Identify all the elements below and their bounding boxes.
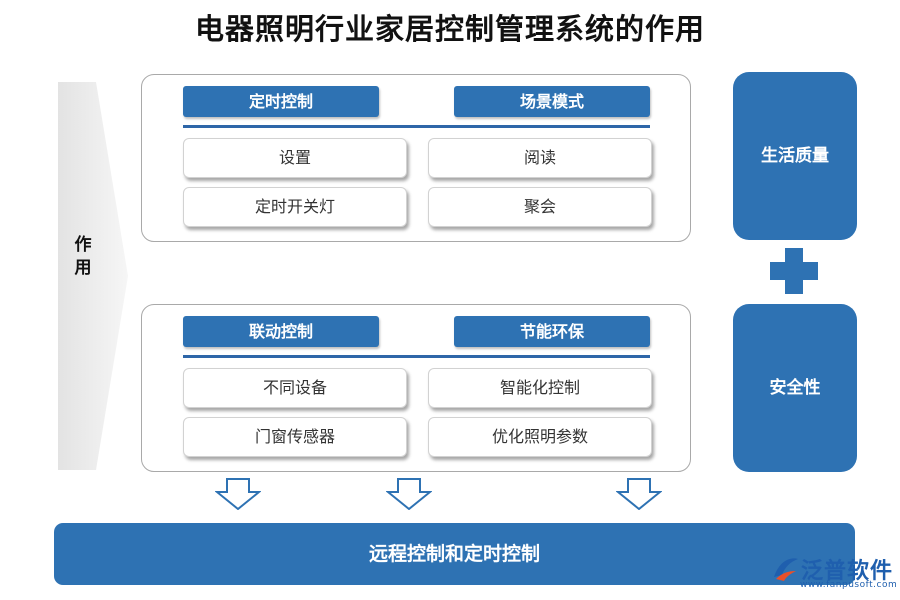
item-reading: 阅读: [428, 138, 652, 178]
item-optimize-lighting: 优化照明参数: [428, 417, 652, 457]
item-smart-control: 智能化控制: [428, 368, 652, 408]
item-different-devices: 不同设备: [183, 368, 407, 408]
header-timer-control: 定时控制: [183, 86, 379, 117]
panel-top: 定时控制 场景模式 设置 阅读 定时开关灯 聚会: [141, 74, 691, 242]
down-arrow-icon: [386, 478, 432, 510]
header-linked-control: 联动控制: [183, 316, 379, 347]
header-energy-saving: 节能环保: [454, 316, 650, 347]
side-label: 作用: [74, 235, 92, 278]
block-life-quality: 生活质量: [733, 72, 857, 240]
page-title: 电器照明行业家居控制管理系统的作用: [194, 12, 705, 46]
down-arrow-icon: [616, 478, 662, 510]
divider-rule: [183, 355, 650, 358]
item-timer-switch: 定时开关灯: [183, 187, 407, 227]
panel-bottom: 联动控制 节能环保 不同设备 智能化控制 门窗传感器 优化照明参数: [141, 304, 691, 472]
item-settings: 设置: [183, 138, 407, 178]
bottom-bar: 远程控制和定时控制: [54, 523, 855, 585]
logo-icon: [774, 558, 798, 581]
logo-text: 泛普软件: [801, 559, 894, 584]
item-party: 聚会: [428, 187, 652, 227]
header-scene-mode: 场景模式: [454, 86, 650, 117]
block-safety: 安全性: [733, 304, 857, 472]
plus-icon: [770, 248, 818, 294]
logo-url: www.fanpusoft.com: [800, 580, 898, 590]
divider-rule: [183, 125, 650, 128]
item-door-window-sensor: 门窗传感器: [183, 417, 407, 457]
chevron-arrow-icon: [58, 82, 128, 470]
down-arrow-icon: [215, 478, 261, 510]
